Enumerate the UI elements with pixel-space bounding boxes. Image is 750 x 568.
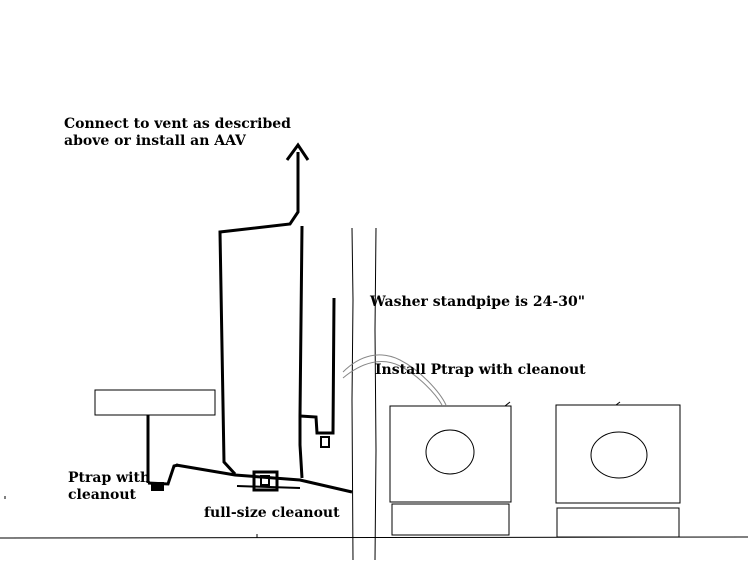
sink-counter: [94, 389, 216, 416]
standpipe-label: Washer standpipe is 24-30": [370, 294, 586, 310]
dryer-top-knob: [615, 401, 621, 406]
wall-line-left: [351, 227, 354, 561]
drain-bottom-edge: [236, 485, 301, 489]
install-ptrap-label: Install Ptrap with cleanout: [375, 362, 586, 378]
wall-line-right: [374, 227, 377, 561]
ptrap-label-line2: cleanout: [68, 487, 136, 503]
vent-arrow-head: [285, 142, 310, 161]
vent-stack-right: [298, 225, 304, 479]
full-size-cleanout-plug: [260, 475, 270, 486]
dryer-body: [555, 404, 681, 504]
washer-body: [389, 405, 512, 503]
dryer-pedestal: [556, 507, 680, 538]
vent-label: Connect to vent as described above or in…: [64, 116, 291, 150]
dryer-door: [590, 431, 648, 479]
sink-cleanout-plug: [151, 482, 164, 491]
washer-door: [425, 429, 475, 475]
vent-label-line1: Connect to vent as described: [64, 116, 291, 132]
standpipe-trap-plug: [320, 436, 330, 448]
sink-ptrap: [147, 463, 179, 486]
standpipe-trap: [299, 297, 336, 435]
ptrap-label: Ptrap with cleanout: [68, 470, 150, 504]
horizontal-drain: [175, 463, 353, 494]
full-size-cleanout-fitting: [252, 470, 279, 492]
ptrap-label-line1: Ptrap with: [68, 470, 151, 486]
washer-drain-hose: [342, 354, 447, 406]
washer-drain-hose-inner: [342, 361, 443, 406]
washer-pedestal: [391, 503, 510, 536]
vent-stack-left: [218, 152, 300, 476]
washer-top-knob: [504, 401, 511, 407]
full-size-cleanout-label: full-size cleanout: [204, 505, 340, 521]
vent-label-line2: above or install an AAV: [64, 133, 246, 149]
